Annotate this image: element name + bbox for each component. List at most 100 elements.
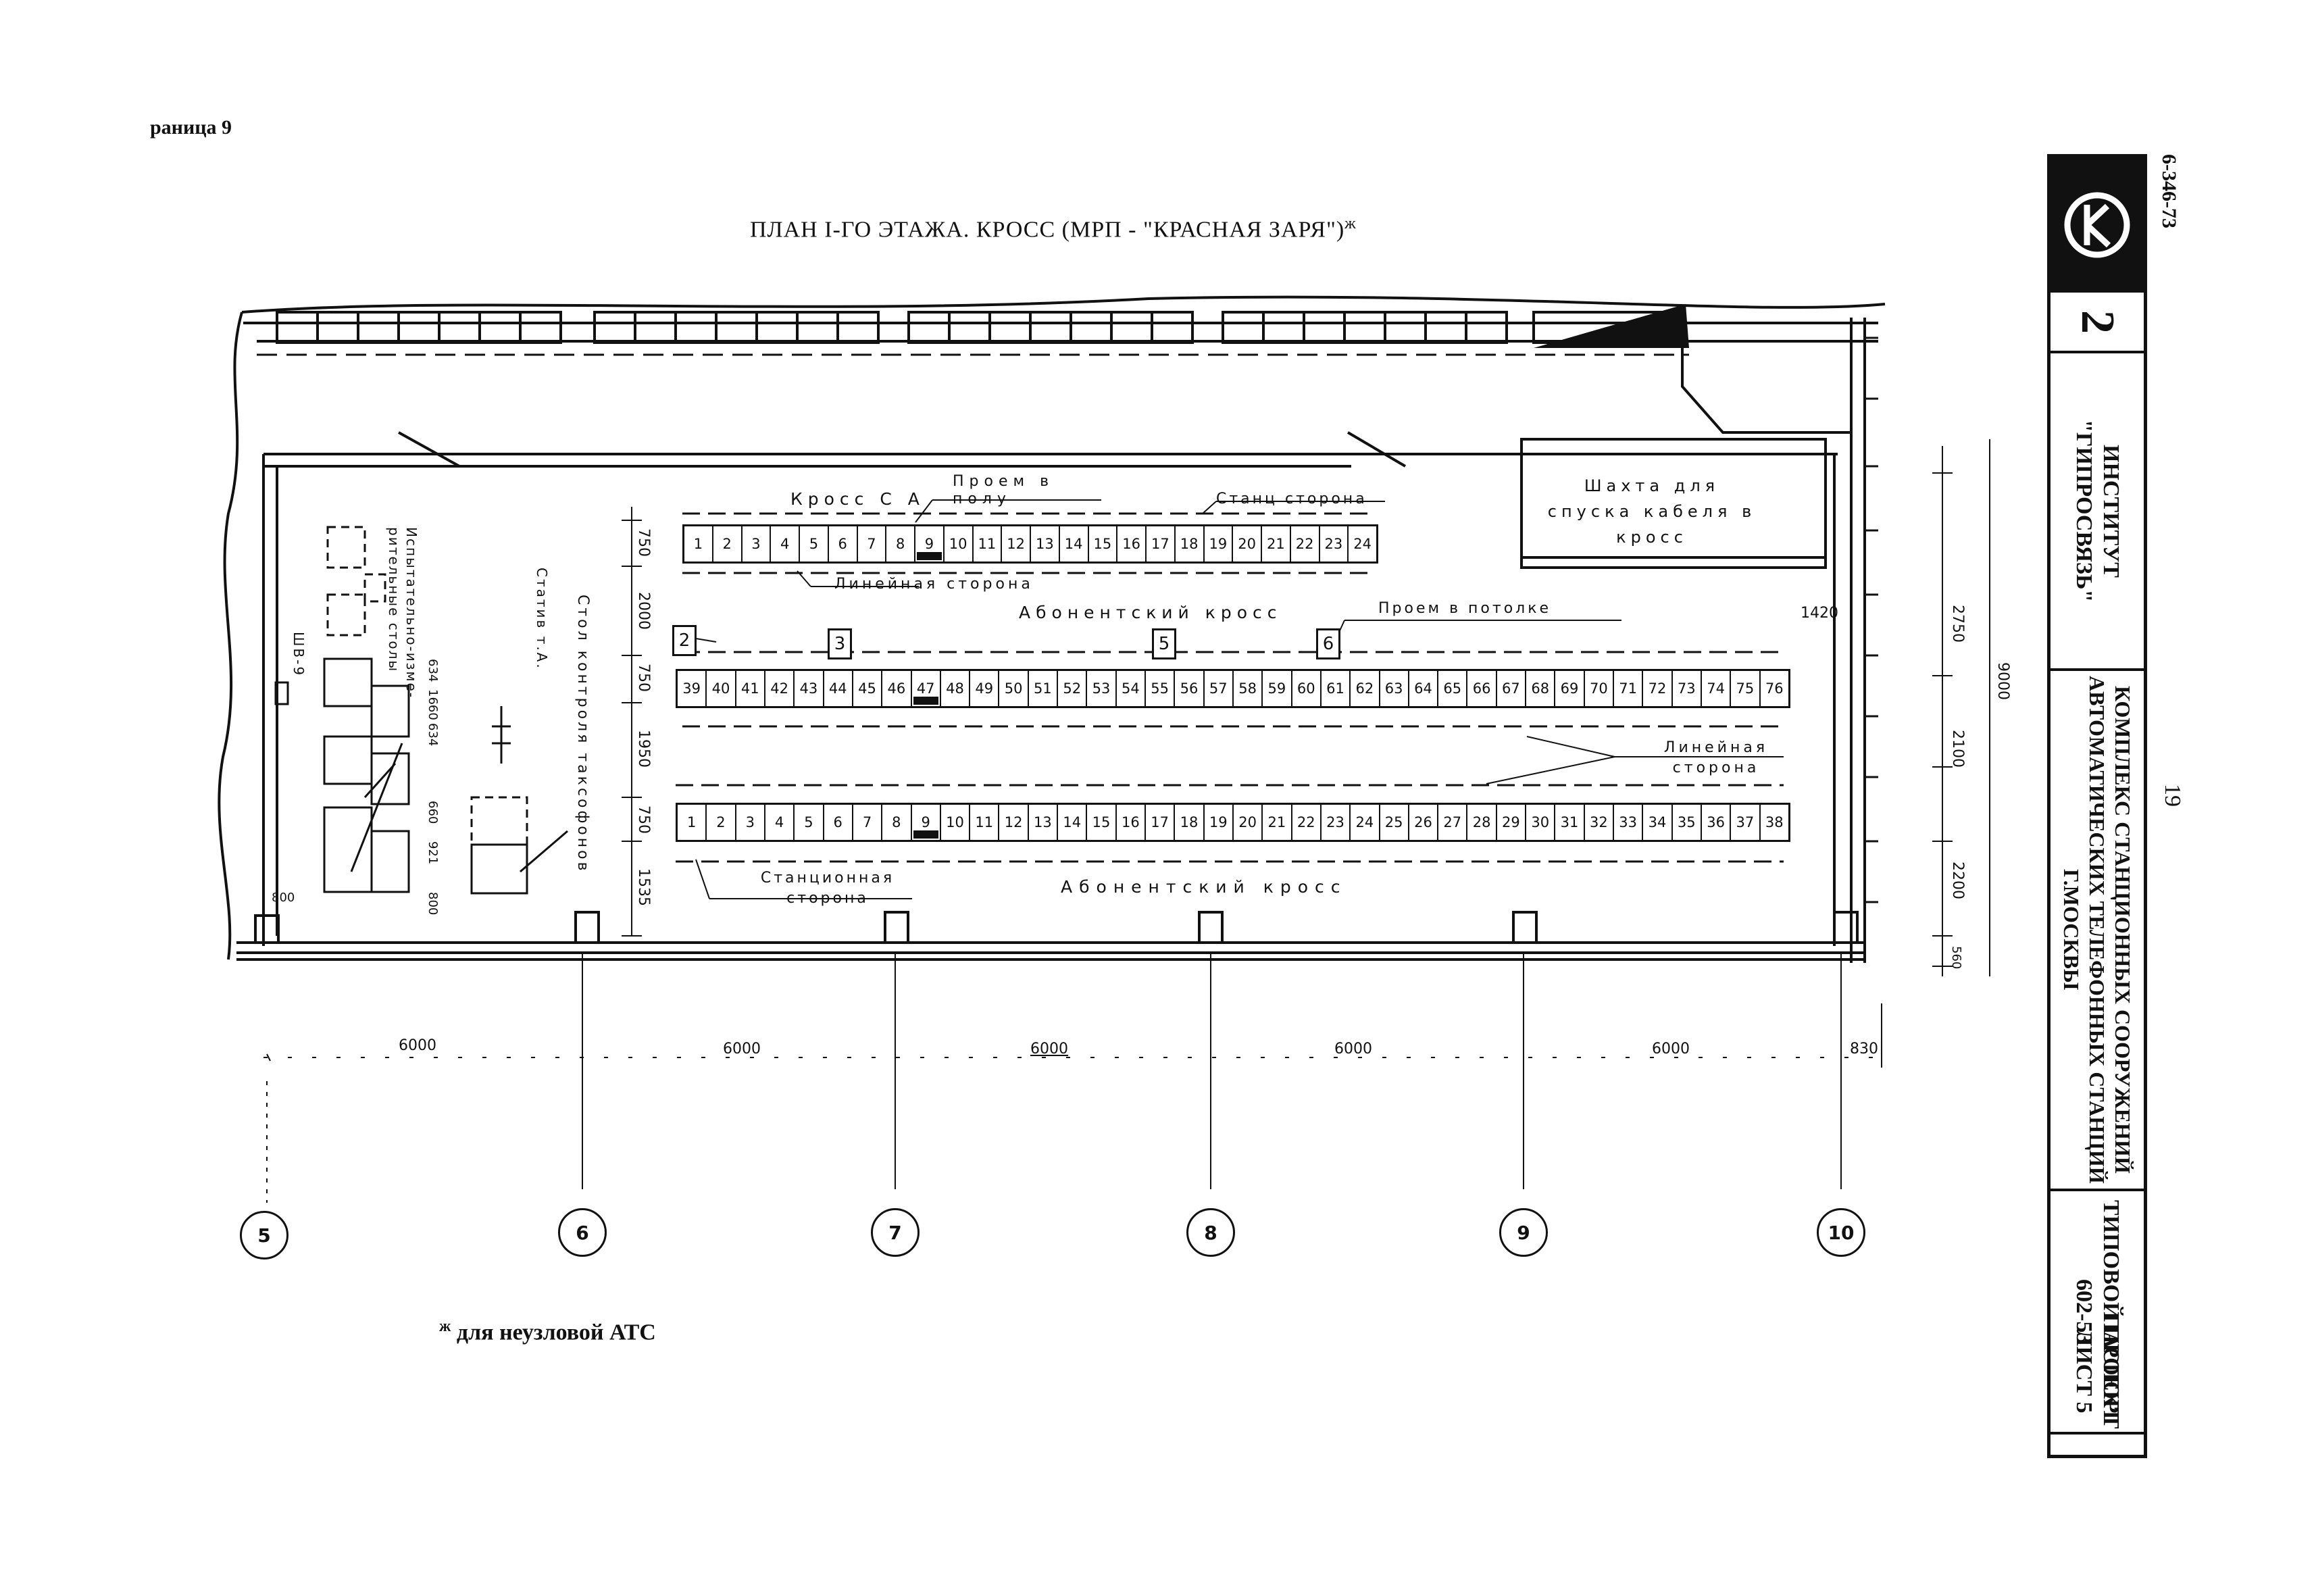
cabinet-cell: 67 [1497,671,1527,706]
cabinet-cell: 64 [1409,671,1439,706]
cabinet-cell: 9 [912,805,941,840]
cabinet-cell: 19 [1205,805,1234,840]
opening-box: 5 [1152,628,1176,659]
cabinet-cell: 11 [974,526,1003,562]
cabinet-cell: 40 [707,671,736,706]
dim: 1420 [1801,605,1838,622]
title-block-number-text: 2 [2071,309,2123,334]
cabinet-cell: 49 [970,671,1000,706]
passport-cell: ПАСПОРТ ЛИСТ 5 [2051,1287,2144,1455]
dim: 750 [635,664,652,692]
label-subscriber-cross-top: Абонентский кросс [1019,603,1282,622]
dim: 1660 [426,689,440,720]
institute-text: ИНСТИТУТ "ГИПРОСВЯЗЬ" [2071,419,2123,603]
dim: 800 [272,891,295,905]
cabinet-cell: 7 [853,805,883,840]
cabinet-cell: 51 [1029,671,1059,706]
project-text: ТИПОВОЙ ПРОЕКТ 602-53 [2071,1200,2123,1423]
passport-text: ПАСПОРТ ЛИСТ 5 [2071,1313,2123,1429]
cabinet-cell: 58 [1234,671,1263,706]
label-line-side-top: Линейная сторона [834,576,1034,593]
break-line-left [218,311,243,960]
cabinet-cell: 48 [941,671,971,706]
cabinet-cell: 7 [858,526,887,562]
label-control-table: Стол контроля таксофонов [574,595,591,874]
cabinet-cell: 69 [1555,671,1585,706]
dim: 634 [426,659,440,682]
cabinet-cell: 10 [945,526,974,562]
axis-marker: 6 [558,1208,607,1257]
cabinet-cell: 26 [1409,805,1439,840]
title-text: ПЛАН I-ГО ЭТАЖА. КРОСС (МРП - "КРАСНАЯ З… [750,217,1345,243]
cabinet-cell: 61 [1322,671,1351,706]
cabinet-cell: 28 [1467,805,1497,840]
title-block-complex: КОМПЛЕКС СТАНЦИОННЫХ СООРУЖЕНИЙ АВТОМАТИ… [2051,671,2144,1191]
cabinet-cell: 13 [1031,526,1060,562]
axis-marker: 8 [1186,1208,1235,1257]
cabinet-cell: 53 [1087,671,1117,706]
cabinet-cell: 47 [912,671,941,706]
cabinet-cell: 15 [1089,526,1118,562]
footnote: ж для неузловой АТС [439,1318,656,1345]
dim: 634 [426,723,440,747]
cabinet-cell: 8 [882,805,912,840]
cabinet-cell: 35 [1673,805,1702,840]
cabinet-cell: 30 [1526,805,1556,840]
label-ceiling-opening: Проем в потолке [1378,600,1552,617]
document-code-text: 6-346-73 [2158,154,2180,228]
cabinet-cell: 55 [1146,671,1176,706]
cabinet-cell: 52 [1058,671,1088,706]
label-cross-sa: Кросс С А [790,489,925,509]
dim: 9000 [1994,662,2011,700]
cabinet-cell: 41 [736,671,765,706]
title-footnote-mark: ж [1344,215,1357,232]
cabinet-cell: 45 [853,671,883,706]
label-test-tables: Испытательно-изме-рительные столы [386,527,420,699]
dim: 2200 [1949,862,1966,899]
cabinet-cell: 50 [999,671,1029,706]
cabinet-cell: 27 [1438,805,1468,840]
axis-marker: 7 [871,1208,920,1257]
dim: 560 [1949,946,1963,970]
dim: 750 [635,528,652,557]
dim: 6000 [399,1037,436,1054]
cabinet-cell: 3 [743,526,772,562]
footnote-text: для неузловой АТС [456,1320,656,1345]
cabinet-cell: 14 [1060,526,1089,562]
cabinet-cell: 19 [1205,526,1234,562]
cabinet-cell: 23 [1320,526,1349,562]
cabinet-cell: 62 [1351,671,1380,706]
cabinet-cell: 76 [1765,680,1784,697]
dim: 750 [635,805,652,834]
cabinet-cell: 68 [1526,671,1556,706]
page-label: раница 9 [150,116,232,139]
dim: 830 [1850,1041,1878,1057]
opening-box: 2 [672,625,697,656]
dim: 1535 [635,868,652,906]
cabinet-cell: 60 [1292,671,1322,706]
cabinet-cell: 5 [800,526,829,562]
cabinet-cell: 6 [824,805,853,840]
stair-outline [1681,312,1851,434]
cabinet-cell: 13 [1029,805,1059,840]
label-stands: Статив т.А. [534,568,550,670]
dim: 2100 [1949,730,1966,768]
cabinet-cell: 4 [765,805,795,840]
dim: 1950 [635,730,652,768]
cabinet-cell: 73 [1673,671,1702,706]
cabinet-cell: 71 [1614,671,1644,706]
cabinet-cell: 3 [736,805,765,840]
dim: 660 [426,801,440,824]
cabinet-cell: 17 [1147,526,1176,562]
cabinet-cell: 25 [1380,805,1409,840]
cabinet-cell: 10 [941,805,971,840]
break-line-top [241,295,1886,314]
cabinet-cell: 54 [1117,671,1146,706]
cabinet-cell: 18 [1175,805,1205,840]
cabinet-cell: 24 [1351,805,1380,840]
axis-marker: 5 [240,1211,288,1260]
cabinet-cell: 1 [678,805,707,840]
dim: 2750 [1949,605,1966,643]
